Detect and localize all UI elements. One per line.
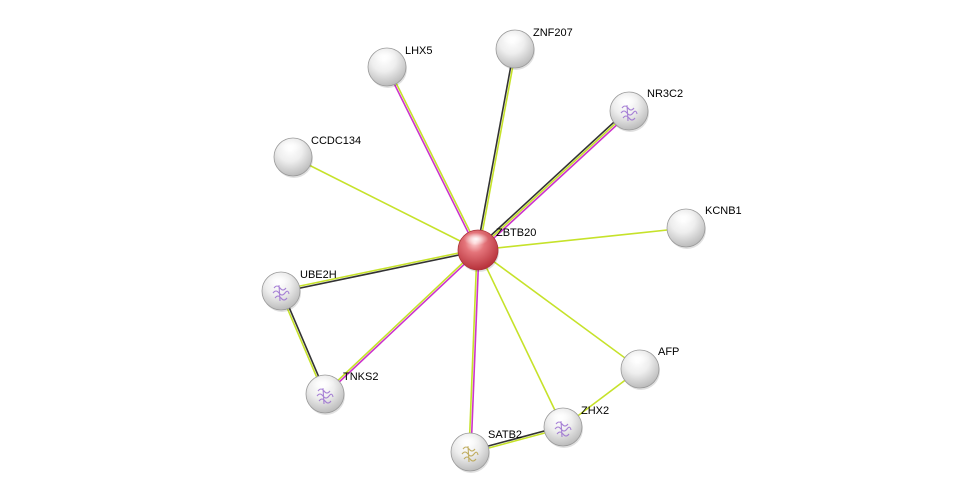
edge-evidence-textmining (477, 249, 564, 428)
node-highlight (456, 435, 480, 448)
node-label-zhx2: ZHX2 (581, 405, 609, 417)
node-label-tnks2: TNKS2 (343, 371, 378, 383)
node-label-lhx5: LHX5 (405, 45, 433, 57)
edge-evidence-experiments (385, 67, 478, 251)
node-zhx2[interactable]: ZHX2 (543, 405, 609, 448)
edge-zbtb20-kcnb1[interactable] (477, 227, 687, 251)
node-highlight (463, 232, 489, 246)
edge-evidence-coexpression (476, 108, 629, 250)
node-kcnb1[interactable]: KCNB1 (666, 205, 742, 249)
node-highlight (672, 211, 696, 224)
edge-evidence-coexpression (476, 48, 515, 250)
edge-evidence-textmining (387, 66, 480, 250)
node-highlight (373, 50, 397, 63)
node-znf207[interactable]: ZNF207 (495, 27, 573, 70)
node-highlight (626, 352, 650, 365)
edge-zbtb20-ube2h[interactable] (280, 248, 479, 293)
node-zbtb20[interactable]: ZBTB20 (457, 227, 536, 272)
node-nr3c2[interactable]: NR3C2 (609, 88, 683, 132)
node-satb2[interactable]: SATB2 (450, 429, 522, 473)
edge-zbtb20-lhx5[interactable] (385, 66, 480, 251)
node-lhx5[interactable]: LHX5 (367, 45, 433, 88)
protein-structure-icon (316, 387, 334, 405)
node-tnks2[interactable]: TNKS2 (305, 371, 378, 415)
protein-structure-icon (461, 445, 479, 463)
edge-zbtb20-satb2[interactable] (468, 249, 480, 453)
node-highlight (549, 410, 573, 423)
node-label-ccdc134: CCDC134 (311, 135, 361, 147)
node-highlight (311, 377, 335, 390)
edge-evidence-experiments (470, 250, 480, 453)
node-ube2h[interactable]: UBE2H (261, 269, 337, 312)
edge-zbtb20-ccdc134[interactable] (292, 156, 479, 251)
protein-structure-icon (554, 420, 572, 438)
node-label-nr3c2: NR3C2 (647, 88, 683, 100)
protein-structure-icon (620, 104, 638, 122)
edge-zbtb20-znf207[interactable] (476, 48, 517, 251)
node-afp[interactable]: AFP (620, 346, 679, 390)
edge-evidence-textmining (478, 49, 517, 251)
node-highlight (615, 94, 639, 107)
edge-evidence-experiments (478, 111, 631, 253)
node-label-ube2h: UBE2H (300, 269, 337, 281)
edge-evidence-textmining (323, 248, 478, 394)
edge-evidence-coexpression (281, 250, 479, 293)
edge-evidence-experiments (325, 250, 480, 396)
node-label-satb2: SATB2 (488, 429, 522, 441)
edge-zbtb20-nr3c2[interactable] (476, 108, 631, 253)
edge-zbtb20-afp[interactable] (477, 249, 641, 370)
node-ccdc134[interactable]: CCDC134 (273, 135, 361, 178)
node-label-afp: AFP (658, 346, 679, 358)
node-label-znf207: ZNF207 (533, 27, 573, 39)
protein-structure-icon (272, 284, 290, 302)
edge-evidence-textmining (477, 227, 687, 251)
edge-evidence-textmining (477, 249, 641, 370)
node-label-zbtb20: ZBTB20 (496, 227, 536, 239)
edge-evidence-textmining (292, 156, 479, 251)
node-label-kcnb1: KCNB1 (705, 205, 742, 217)
edge-zbtb20-tnks2[interactable] (323, 248, 480, 396)
node-highlight (267, 274, 291, 287)
edge-evidence-textmining (477, 110, 630, 251)
edge-zbtb20-zhx2[interactable] (477, 249, 564, 428)
node-highlight (279, 140, 303, 153)
node-highlight (501, 32, 525, 45)
edge-evidence-textmining (280, 248, 478, 291)
edge-evidence-textmining (468, 249, 478, 452)
